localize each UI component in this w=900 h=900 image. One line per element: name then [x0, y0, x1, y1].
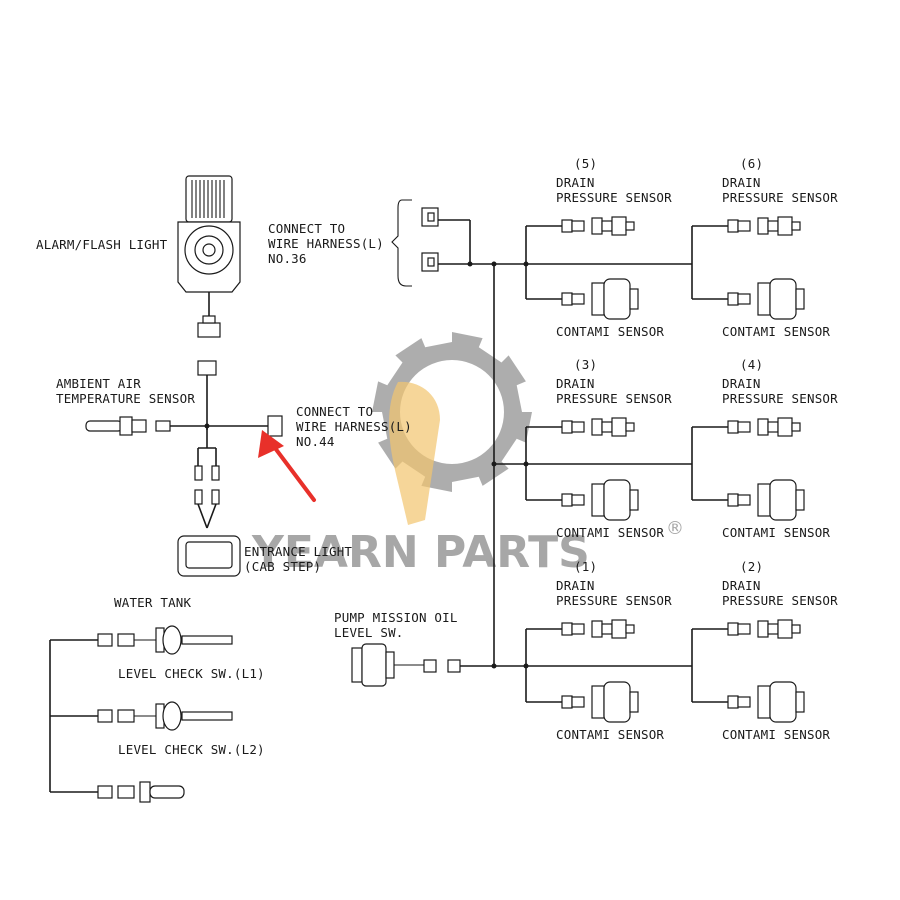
contami-label: CONTAMI SENSOR: [556, 324, 664, 339]
drain-pressure-sensor: [526, 216, 635, 236]
level-check-l1-label: LEVEL CHECK SW.(L1): [118, 666, 265, 681]
water-tank-sensor: [97, 781, 185, 803]
contami-sensor: [526, 278, 639, 320]
drain-label: DRAIN: [722, 175, 761, 190]
watermark-brand: YEARN PARTS: [251, 527, 590, 578]
water-tank-label: WATER TANK: [114, 595, 192, 610]
connector-no36: [421, 207, 526, 272]
ambient-sensor-label-2: TEMPERATURE SENSOR: [56, 391, 195, 406]
drain-label: PRESSURE SENSOR: [556, 593, 672, 608]
contami-sensor: [526, 479, 639, 521]
drain-pressure-sensor: [692, 216, 801, 236]
connect36-label-2: WIRE HARNESS(L): [268, 236, 384, 251]
contami-label: CONTAMI SENSOR: [722, 324, 830, 339]
contami-sensor: [526, 681, 639, 723]
level-check-switch-l1: [97, 625, 233, 655]
contami-label: CONTAMI SENSOR: [556, 525, 664, 540]
drain-label: DRAIN: [556, 175, 595, 190]
ambient-sensor-label-1: AMBIENT AIR: [56, 376, 141, 391]
alarm-light-lens-inner: [202, 243, 216, 257]
group-number: (3): [574, 357, 597, 372]
connect44-label-1: CONNECT TO: [296, 404, 373, 419]
drain-label: PRESSURE SENSOR: [556, 190, 672, 205]
contami-label: CONTAMI SENSOR: [556, 727, 664, 742]
annotation-arrow-icon: [258, 430, 316, 502]
drain-pressure-sensor: [692, 619, 801, 639]
watermark-registered: ®: [666, 518, 684, 539]
drain-label: PRESSURE SENSOR: [722, 391, 838, 406]
entrance-light-label-2: (CAB STEP): [244, 559, 321, 574]
level-check-switch-l2: [97, 701, 233, 731]
level-check-l2-label: LEVEL CHECK SW.(L2): [118, 742, 265, 757]
alarm-light-label: ALARM/FLASH LIGHT: [36, 237, 168, 252]
wheat-accent-icon: [389, 381, 440, 525]
drain-pressure-sensor: [692, 417, 801, 437]
group-number: (6): [740, 156, 763, 171]
contami-label: CONTAMI SENSOR: [722, 525, 830, 540]
main-harness-trunk: [491, 261, 526, 669]
ambient-air-sensor: [85, 415, 283, 437]
drain-label: DRAIN: [556, 578, 595, 593]
pump-mission-oil-level-switch: [351, 643, 494, 687]
contami-sensor: [692, 278, 805, 320]
alarm-flash-light: [177, 175, 241, 430]
connect36-label-3: NO.36: [268, 251, 307, 266]
connect44-label-3: NO.44: [296, 434, 335, 449]
drain-label: DRAIN: [556, 376, 595, 391]
drain-label: DRAIN: [722, 376, 761, 391]
drain-label: DRAIN: [722, 578, 761, 593]
drain-label: PRESSURE SENSOR: [722, 190, 838, 205]
connect44-label-2: WIRE HARNESS(L): [296, 419, 412, 434]
contami-label: CONTAMI SENSOR: [722, 727, 830, 742]
entrance-light-label-1: ENTRANCE LIGHT: [244, 544, 352, 559]
drain-label: PRESSURE SENSOR: [556, 391, 672, 406]
drain-pressure-sensor: [526, 417, 635, 437]
group-number: (4): [740, 357, 763, 372]
entrance-light: [177, 426, 241, 577]
contami-sensor: [692, 681, 805, 723]
group-number: (5): [574, 156, 597, 171]
watermark: YEARN PARTS ®: [251, 332, 684, 578]
connector-no44: [267, 415, 283, 437]
alarm-plug: [197, 360, 217, 376]
drain-pressure-sensor: [526, 619, 635, 639]
group-number: (1): [574, 559, 597, 574]
water-tank-harness: [49, 639, 98, 793]
alarm-connector: [197, 322, 221, 338]
contami-sensor: [692, 479, 805, 521]
pump-label-1: PUMP MISSION OIL: [334, 610, 458, 625]
group-number: (2): [740, 559, 763, 574]
alarm-light-cap: [185, 175, 233, 223]
connect36-label-1: CONNECT TO: [268, 221, 345, 236]
drain-label: PRESSURE SENSOR: [722, 593, 838, 608]
pump-label-2: LEVEL SW.: [334, 625, 404, 640]
ambient-connector: [155, 420, 171, 432]
